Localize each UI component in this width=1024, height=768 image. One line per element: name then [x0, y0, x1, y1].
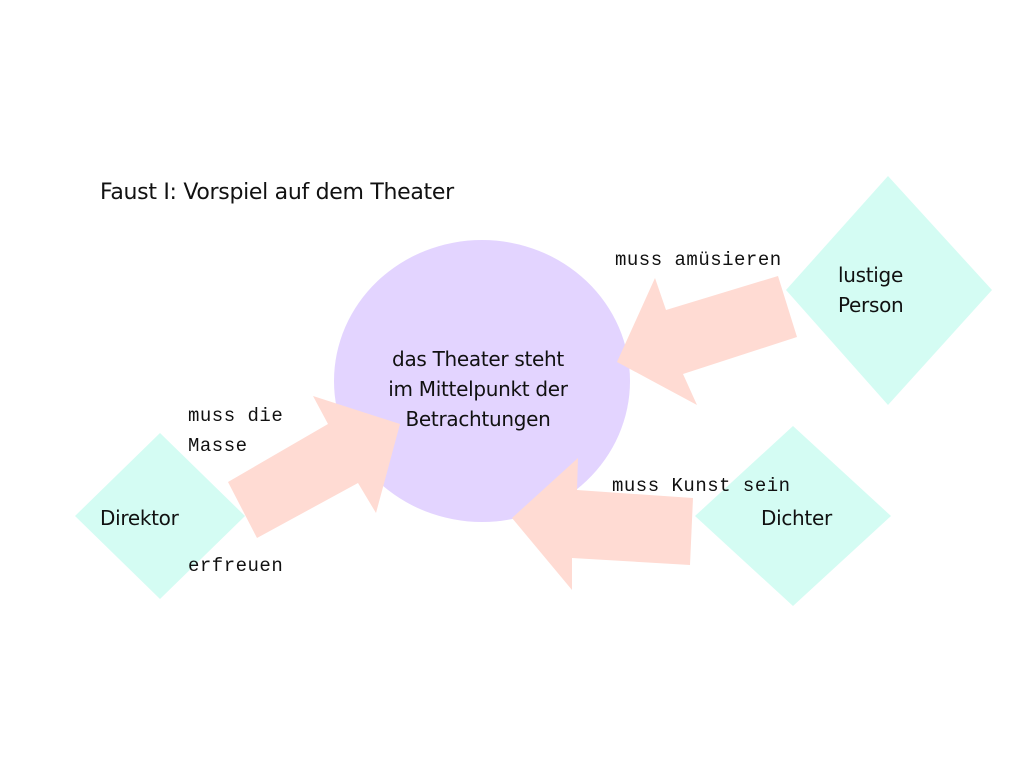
theater-circle: [334, 240, 630, 522]
direktor-arrow-line-2: Masse: [188, 435, 248, 457]
lustige-person-line-1: lustige: [838, 263, 903, 287]
lustige-person-line-2: Person: [838, 293, 904, 317]
direktor-arrow-label: muss die Masse: [188, 401, 283, 461]
dichter-arrow: [512, 458, 693, 590]
dichter-arrow-label: muss Kunst sein: [612, 475, 791, 497]
center-line-1: das Theater steht: [392, 347, 564, 371]
direktor-diamond: [75, 433, 245, 599]
center-line-2: im Mittelpunkt der: [388, 377, 568, 401]
direktor-arrow: [228, 396, 400, 538]
direktor-arrow-line-1: muss die: [188, 405, 284, 427]
diagram-title: Faust I: Vorspiel auf dem Theater: [100, 180, 454, 205]
lustige-person-arrow: [617, 276, 797, 405]
center-text: das Theater steht im Mittelpunkt der Bet…: [372, 344, 584, 434]
lustige-person-label: lustige Person: [838, 260, 904, 320]
dichter-label: Dichter: [761, 506, 832, 530]
lustige-person-diamond: [786, 176, 992, 405]
direktor-arrow-line-3: erfreuen: [188, 555, 284, 577]
dichter-diamond: [695, 426, 891, 606]
center-line-3: Betrachtungen: [405, 407, 551, 431]
lustige-person-arrow-label: muss amüsieren: [615, 249, 782, 271]
direktor-label: Direktor: [100, 506, 179, 530]
